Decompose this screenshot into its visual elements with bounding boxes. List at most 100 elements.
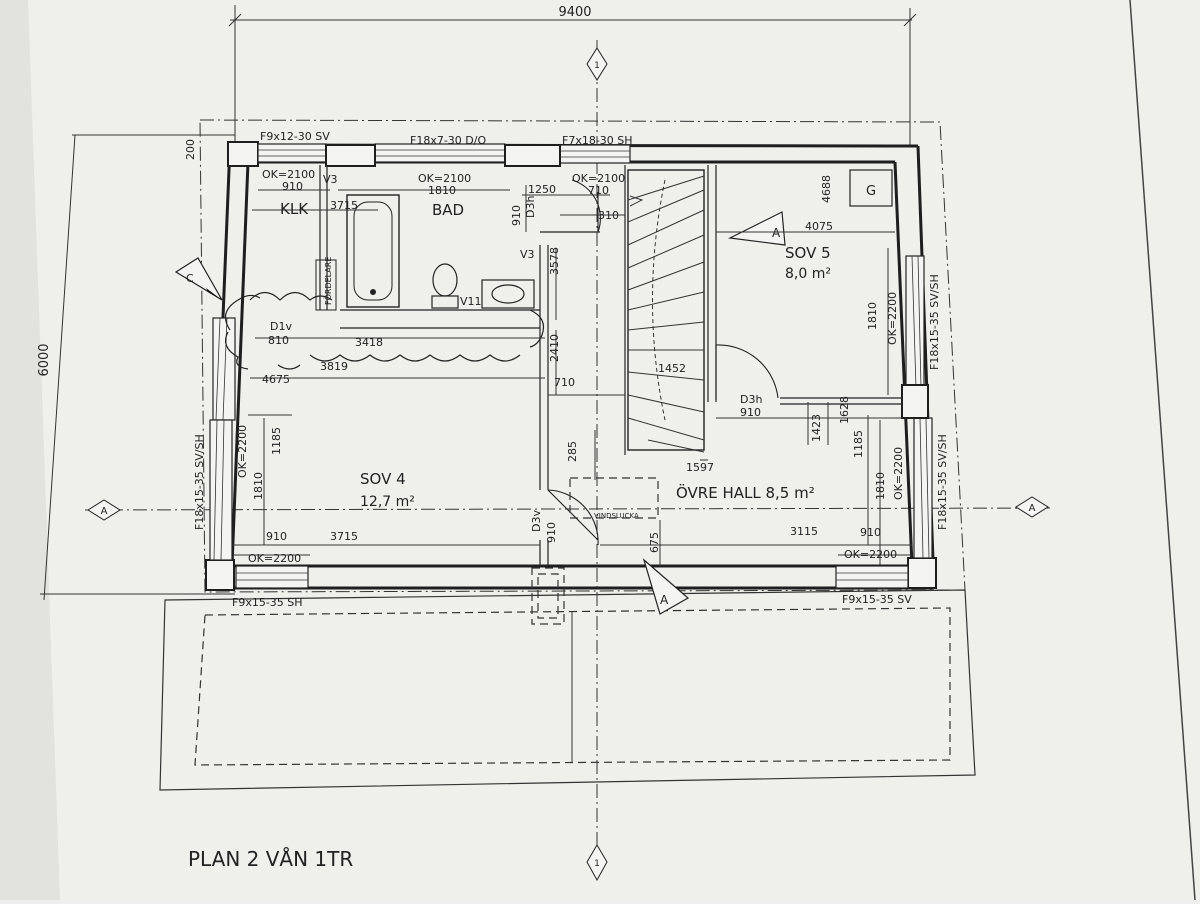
- interior-dimension-lines: [232, 185, 912, 566]
- dim-910-bottom-left: 910: [266, 530, 287, 543]
- dim-910-d3h: 910: [740, 406, 761, 419]
- door-d3h-top: D3h: [524, 196, 537, 218]
- dim-3115: 3115: [790, 525, 818, 538]
- dim-675: 675: [648, 532, 661, 553]
- ok-bottom-right: OK=2200: [844, 548, 897, 561]
- dim-1810-right-lower: 1810: [874, 472, 887, 500]
- dim-4675: 4675: [262, 373, 290, 386]
- door-d1v: D1v: [270, 320, 292, 333]
- dim-710-mid: 710: [554, 376, 575, 389]
- dim-810: 810: [268, 334, 289, 347]
- g-box: [849, 169, 893, 207]
- corner-post: [205, 559, 235, 591]
- vindslucka-label: VINDSLUCKA: [594, 512, 639, 520]
- ok-hall-top: OK=2100: [572, 172, 625, 185]
- dim-1810-bad: 1810: [428, 184, 456, 197]
- section-arrow-upper: A: [727, 211, 786, 246]
- dim-1185-left: 1185: [270, 427, 283, 455]
- plan-title: PLAN 2 VÅN 1TR: [188, 847, 353, 871]
- toilet: [431, 263, 459, 309]
- windows: [209, 143, 933, 589]
- dim-910-d3v: 910: [545, 522, 558, 543]
- dim-3819: 3819: [320, 360, 348, 373]
- lower-floor-outline: [159, 589, 976, 791]
- dim-3418: 3418: [355, 336, 383, 349]
- door-swings: [547, 179, 779, 546]
- grid-marker-top: 1: [586, 47, 608, 81]
- window-label-bottom-left: F9x15-35 SH: [232, 596, 303, 609]
- window-left-lower: [209, 419, 233, 561]
- svg-text:A: A: [1029, 503, 1036, 514]
- distribution-cabinet: [315, 259, 337, 311]
- dim-710-top: 710: [588, 184, 609, 197]
- dim-3715-bottom-left: 3715: [330, 530, 358, 543]
- dim-4075: 4075: [805, 220, 833, 233]
- room-bad: BAD: [432, 201, 464, 219]
- dim-910-bottom-right: 910: [860, 526, 881, 539]
- dim-910-vertical: 910: [510, 205, 523, 226]
- section-marker-left: A: [87, 499, 121, 521]
- washbasin: [481, 279, 535, 309]
- dim-910-klk: 910: [282, 180, 303, 193]
- dim-1810-left: 1810: [252, 472, 265, 500]
- dim-1597: 1597: [686, 461, 714, 474]
- window-label-top-right: F7x18-30 SH: [562, 134, 633, 147]
- ok-right-lower: OK=2200: [892, 447, 905, 500]
- dim-1628: 1628: [838, 396, 851, 424]
- overall-width-dimension: 9400: [228, 5, 917, 145]
- roof-hatch-inner: [537, 573, 559, 619]
- svg-text:C: C: [186, 272, 194, 285]
- svg-text:1: 1: [594, 859, 600, 869]
- ok-sov4-bottom: OK=2200: [248, 552, 301, 565]
- grid-marker-bottom: 1: [586, 844, 608, 882]
- overall-height-dimension: 6000: [37, 134, 235, 601]
- window-bottom-right: [835, 565, 909, 589]
- corner-post: [907, 557, 937, 589]
- room-sov5-name: SOV 5: [785, 244, 831, 262]
- dim-1452: 1452: [658, 362, 686, 375]
- ok-klk: OK=2100: [262, 168, 315, 181]
- ok-sov5: OK=2200: [886, 292, 899, 345]
- valve-v3-top: V3: [323, 173, 338, 186]
- section-arrow-lower: A: [642, 558, 690, 615]
- corner-post: [227, 141, 259, 167]
- window-bottom-left: [235, 565, 309, 589]
- dim-3715-top: 3715: [330, 199, 358, 212]
- window-label-top-left: F9x12-30 SV: [260, 130, 330, 143]
- staircase: [627, 169, 705, 453]
- dim-200: 200: [184, 139, 197, 160]
- door-d3v: D3v: [530, 510, 543, 532]
- window-label-bottom-right: F9x15-35 SV: [842, 593, 912, 606]
- callout-marker: C: [174, 257, 223, 301]
- attic-hatch: [569, 477, 659, 519]
- window-right-lower: [913, 417, 933, 559]
- dim-1185-right: 1185: [852, 430, 865, 458]
- dim-4688: 4688: [820, 175, 833, 203]
- room-sov5-area: 8,0 m²: [785, 266, 831, 282]
- dim-310: 310: [598, 209, 619, 222]
- dim-1423: 1423: [810, 414, 823, 442]
- ok-bad: OK=2100: [418, 172, 471, 185]
- bathtub: [346, 194, 400, 308]
- window-top-right: [559, 144, 631, 164]
- window-label-top-mid: F18x7-30 D/O: [410, 134, 486, 147]
- room-sov4-area: 12,7 m²: [360, 494, 415, 510]
- svg-text:A: A: [101, 506, 108, 517]
- sheet-edge-line: [1129, 0, 1196, 901]
- window-label-left: F18x15-35 SV/SH: [193, 434, 206, 530]
- overall-height-label: 6000: [37, 343, 52, 376]
- dim-1810-right-upper: 1810: [866, 302, 879, 330]
- room-hall-name: ÖVRE HALL 8,5 m²: [676, 483, 815, 502]
- wall-piers: [325, 144, 929, 419]
- valve-v11: V11: [460, 295, 482, 308]
- overall-width-label: 9400: [558, 5, 591, 20]
- svg-text:1: 1: [594, 61, 600, 71]
- window-top-left: [257, 143, 327, 163]
- paper-fold: [0, 0, 60, 900]
- svg-text:A: A: [660, 593, 669, 607]
- section-marker-right: A: [1015, 496, 1049, 518]
- room-sov4-name: SOV 4: [360, 470, 406, 488]
- door-d3h: D3h: [740, 393, 762, 406]
